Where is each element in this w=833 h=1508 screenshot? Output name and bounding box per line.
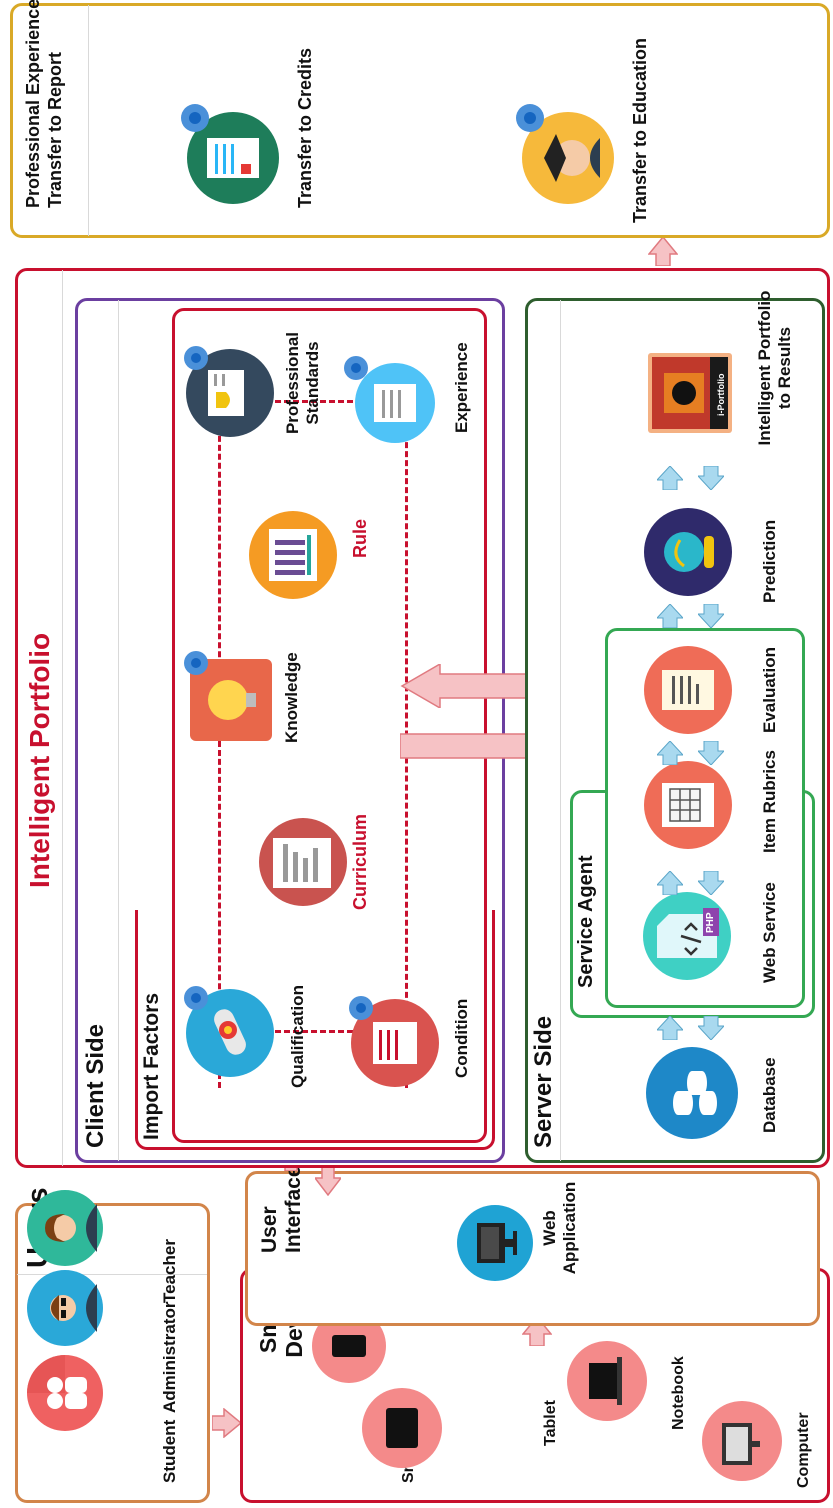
arrow-blue-up-2 <box>657 871 683 895</box>
arrow-blue-down-5 <box>698 466 724 490</box>
student-label: Student <box>160 1419 179 1483</box>
client-side-separator <box>118 300 119 1161</box>
professional-standards-label: Professional Standards <box>283 328 323 438</box>
condition-label: Condition <box>452 998 471 1078</box>
knowledge-label: Knowledge <box>282 652 301 743</box>
arrow-portfolio-to-transfer <box>648 236 678 266</box>
tablet-icon <box>360 1386 449 1470</box>
student-icon <box>25 1353 110 1433</box>
database-label: Database <box>760 1057 779 1133</box>
web-application-line1: Web <box>540 1210 559 1246</box>
arrow-blue-down-1 <box>698 1016 724 1040</box>
tablet-label: Tablet <box>542 1400 559 1446</box>
web-application-line2: Application <box>560 1181 579 1275</box>
professional-standards-icon <box>180 338 285 438</box>
arrow-portfolio-to-ui <box>315 1166 341 1196</box>
evaluation-label: Evaluation <box>760 647 779 733</box>
item-rubrics-icon <box>640 757 741 853</box>
teacher-label: Teacher <box>160 1239 179 1303</box>
transfer-title: Professional Experience Transfer to Repo… <box>22 0 66 208</box>
prediction-label: Prediction <box>760 519 779 603</box>
arrow-blue-up-1 <box>657 1016 683 1040</box>
transfer-credits-label: Transfer to Credits <box>295 47 315 208</box>
iportfolio-book-icon <box>640 343 745 443</box>
rule-icon <box>245 507 346 603</box>
database-icon <box>642 1043 747 1143</box>
arrow-blue-up-3 <box>657 741 683 765</box>
transfer-credits-icon <box>175 98 290 208</box>
notebook-icon <box>565 1339 654 1423</box>
knowledge-icon <box>180 643 285 743</box>
client-side-title: Client Side <box>82 1023 109 1148</box>
notebook-label: Notebook <box>670 1356 687 1430</box>
web-service-icon <box>637 886 742 986</box>
professional-standards-line2: Standards <box>303 341 322 425</box>
transfer-title-line1: Professional Experience <box>23 0 43 208</box>
portfolio-separator <box>62 270 63 1166</box>
web-application-label: Web Application <box>540 1173 580 1283</box>
server-side-separator <box>560 300 561 1161</box>
evaluation-icon <box>640 642 741 738</box>
prediction-icon <box>640 504 741 600</box>
experience-label: Experience <box>452 342 471 433</box>
service-agent-title: Service Agent <box>575 855 597 988</box>
administrator-label: Administrator <box>160 1301 179 1413</box>
qualification-label: Qualification <box>288 985 307 1088</box>
smartphone-icon <box>310 1307 393 1385</box>
item-rubrics-label: Item Rubrics <box>760 750 779 853</box>
iportfolio-results-line1: Intelligent Portfolio <box>755 290 774 446</box>
computer-label: Computer <box>795 1412 812 1488</box>
curriculum-label: Curriculum <box>350 813 370 910</box>
arrow-blue-down-3 <box>698 741 724 765</box>
arrow-users-to-device <box>212 1408 242 1438</box>
condition-icon <box>345 988 450 1088</box>
php-tag: PHP <box>705 912 716 933</box>
iportfolio-results-label: Intelligent Portfolio to Results <box>755 278 795 458</box>
transfer-panel <box>10 3 830 238</box>
user-interface-title-line1: User <box>258 1206 281 1253</box>
transfer-education-icon <box>510 98 625 208</box>
arrow-blue-up-5 <box>657 466 683 490</box>
teacher-icon <box>25 1188 110 1268</box>
curriculum-icon <box>255 814 356 910</box>
transfer-education-label: Transfer to Education <box>630 37 650 223</box>
arrow-blue-down-4 <box>698 604 724 628</box>
web-service-label: Web Service <box>760 882 779 983</box>
iportfolio-results-line2: to Results <box>775 326 794 410</box>
professional-standards-line1: Professional <box>283 331 302 435</box>
qualification-icon <box>180 978 285 1078</box>
user-interface-title: User Interface <box>258 1165 306 1253</box>
iportfolio-tag: i-Portfolio <box>716 373 726 417</box>
experience-icon <box>340 348 445 448</box>
arrow-blue-down-2 <box>698 871 724 895</box>
intelligent-portfolio-title: Intelligent Portfolio <box>24 632 55 888</box>
transfer-title-line2: Transfer to Report <box>45 51 65 208</box>
web-application-icon <box>455 1203 540 1283</box>
computer-icon <box>700 1399 789 1483</box>
transfer-separator <box>88 5 89 236</box>
user-interface-title-line2: Interface <box>282 1165 305 1253</box>
arrow-blue-up-4 <box>657 604 683 628</box>
administrator-icon <box>25 1268 110 1348</box>
rule-label: Rule <box>350 518 370 558</box>
import-factors-title: Import Factors <box>140 992 163 1140</box>
server-side-title: Server Side <box>530 1015 557 1148</box>
